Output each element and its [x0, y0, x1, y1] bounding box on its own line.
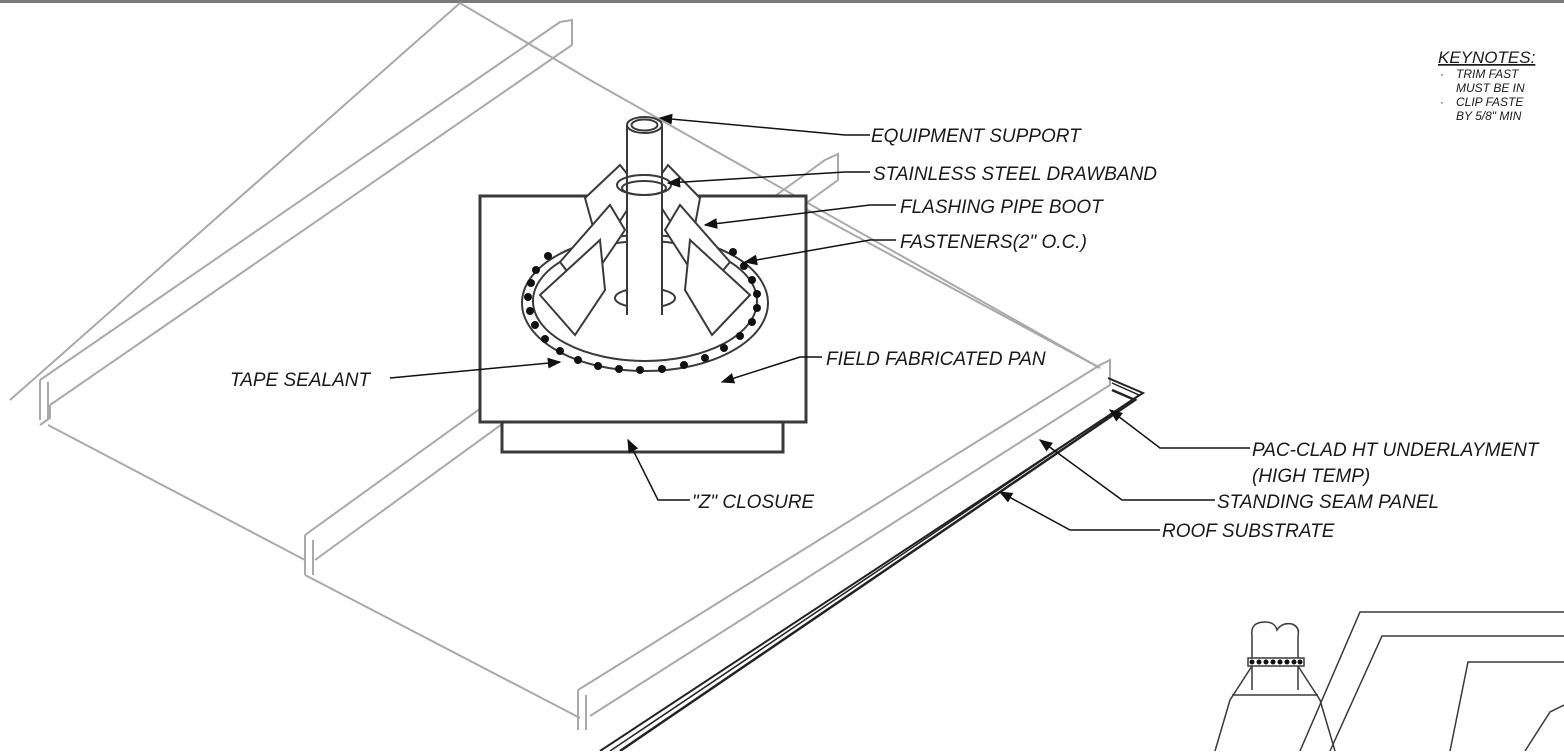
callout-z-closure: "Z" CLOSURE: [692, 492, 815, 513]
callout-underlayment-sub: (HIGH TEMP): [1252, 466, 1370, 487]
callout-equipment-support: EQUIPMENT SUPPORT: [871, 126, 1082, 147]
equipment-support-pipe: [616, 116, 672, 315]
leader-lines: [389, 113, 1250, 531]
callout-standing-seam: STANDING SEAM PANEL: [1217, 492, 1439, 513]
z-closure-shape: [500, 422, 785, 454]
panel-back-edge: [9, 2, 461, 401]
keynote-line-4: BY 5/8" MIN: [1456, 109, 1522, 123]
standing-seam-rib-1: [39, 18, 573, 406]
callout-pan: FIELD FABRICATED PAN: [826, 349, 1046, 370]
secondary-detail: [1214, 611, 1564, 752]
keynote-line-2: MUST BE IN: [1456, 81, 1525, 95]
keynotes-heading: KEYNOTES:: [1438, 48, 1536, 67]
callout-drawband: STAINLESS STEEL DRAWBAND: [873, 164, 1157, 185]
top-frame-line: [0, 0, 1564, 3]
keynote-line-3: CLIP FASTE: [1456, 95, 1524, 109]
roof-panels: [9, 2, 1111, 730]
svg-text:·: ·: [1440, 95, 1444, 109]
roof-substrate-layers: [599, 377, 1146, 753]
svg-text:·: ·: [1440, 67, 1444, 81]
standing-seam-rib-3: [577, 358, 1111, 717]
secondary-detail-fasteners: [1249, 659, 1303, 665]
keynote-line-1: TRIM FAST: [1456, 67, 1520, 81]
callout-roof-substrate: ROOF SUBSTRATE: [1162, 521, 1335, 542]
callout-fasteners: FASTENERS(2" O.C.): [900, 232, 1087, 253]
callout-pipe-boot: FLASHING PIPE BOOT: [900, 197, 1104, 218]
callout-underlayment: PAC-CLAD HT UNDERLAYMENT: [1252, 440, 1540, 461]
callout-tape-sealant: TAPE SEALANT: [230, 370, 371, 391]
